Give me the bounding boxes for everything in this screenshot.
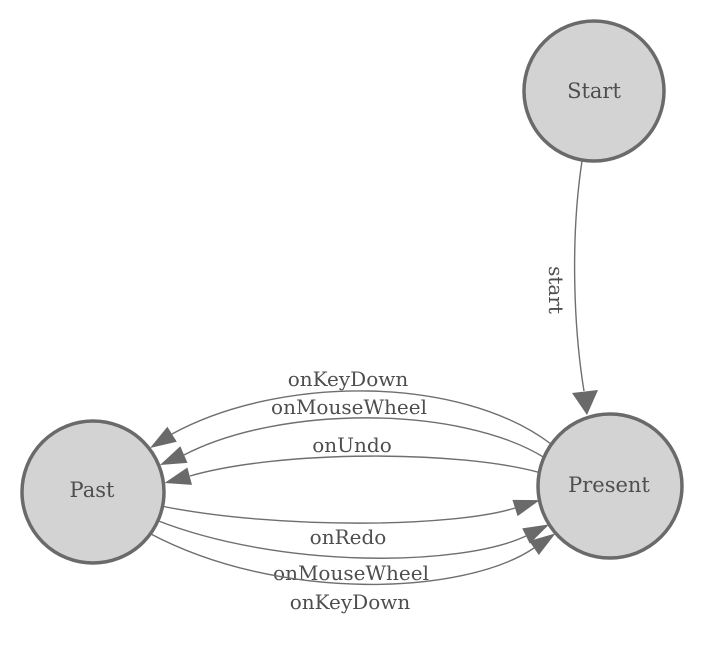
edge-line-onredo	[160, 505, 516, 524]
state-circle-start	[522, 19, 666, 163]
arrowhead-present-to-past-1	[150, 426, 177, 448]
edge-past-to-present-onkeydown: onKeyDown	[148, 532, 556, 614]
edge-line-start	[573, 160, 585, 392]
edge-start-to-present: start	[544, 160, 598, 415]
edge-label-onmousewheel-bottom: onMouseWheel	[273, 561, 429, 585]
node-label-past: Past	[70, 478, 115, 502]
node-label-start: Start	[567, 79, 621, 103]
node-label-present: Present	[568, 473, 650, 497]
state-circle-present	[536, 412, 684, 560]
edge-line-onmousewheel-bottom	[155, 519, 527, 559]
edge-line-onundo	[189, 455, 542, 477]
arrowhead-present-to-past-2	[160, 446, 188, 465]
arrowhead-past-to-present-3	[529, 533, 556, 555]
edge-label-onredo: onRedo	[310, 525, 387, 549]
arrowhead-past-to-present-2	[522, 524, 550, 544]
state-circle-past	[20, 419, 166, 565]
arrowhead-present-to-past-3	[164, 467, 192, 485]
edge-present-to-past-onkeydown: onKeyDown	[150, 367, 552, 448]
edge-label-onmousewheel-top: onMouseWheel	[271, 395, 427, 419]
arrowhead-start-to-present	[572, 390, 598, 415]
edge-present-to-past-onundo: onUndo	[164, 433, 542, 485]
edge-label-start: start	[544, 266, 568, 314]
node-present: Present	[536, 412, 684, 560]
edge-past-to-present-onredo: onRedo	[160, 499, 540, 549]
arrowhead-past-to-present-1	[512, 499, 540, 517]
edge-line-onkeydown-top	[171, 390, 552, 445]
edge-label-onkeydown-top: onKeyDown	[288, 367, 409, 391]
edge-past-to-present-onmousewheel: onMouseWheel	[155, 519, 550, 585]
edge-line-onkeydown-bottom	[148, 532, 535, 586]
node-start: Start	[522, 19, 666, 163]
edge-present-to-past-onmousewheel: onMouseWheel	[160, 395, 546, 465]
edge-line-onmousewheel-top	[183, 417, 546, 459]
node-past: Past	[20, 419, 166, 565]
edge-label-onkeydown-bottom: onKeyDown	[290, 590, 411, 614]
edge-label-onundo: onUndo	[312, 433, 392, 457]
